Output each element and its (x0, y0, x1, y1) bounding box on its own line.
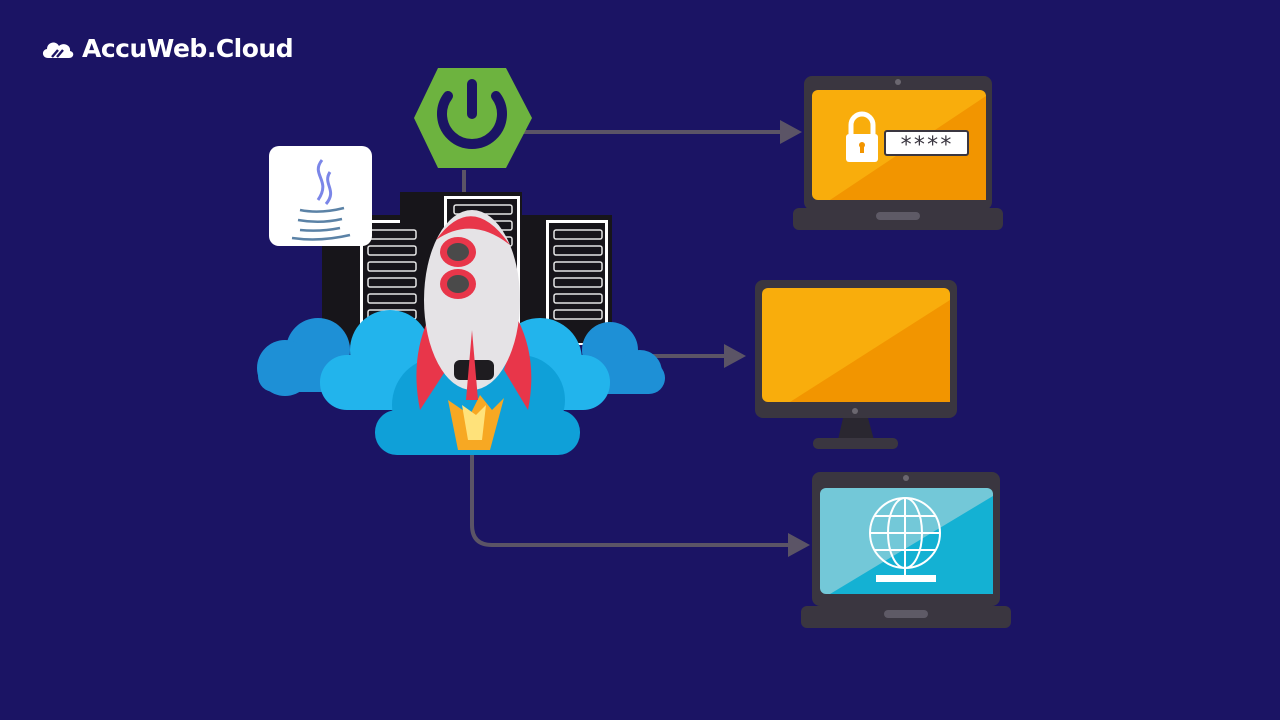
arrowheads (724, 120, 810, 557)
connector-to-laptop-web (470, 455, 790, 547)
brand-logo: AccuWeb.Cloud (40, 34, 294, 63)
laptop-web-device (801, 472, 1011, 628)
spring-boot-power-icon (414, 68, 532, 168)
laptop-login-device (793, 76, 1003, 230)
globe-network-icon (869, 497, 941, 582)
monitor-device (755, 280, 957, 449)
arrow-icon (780, 120, 802, 144)
padlock-icon (846, 111, 878, 162)
password-field (884, 130, 969, 156)
brand-name: AccuWeb.Cloud (82, 34, 294, 63)
arrow-icon (724, 344, 746, 368)
arrow-icon (788, 533, 810, 557)
java-coffee-cup-icon (269, 146, 372, 246)
cloud-logo-icon (42, 41, 74, 58)
rocket-icon (416, 210, 532, 450)
password-mask: **** (900, 133, 953, 158)
